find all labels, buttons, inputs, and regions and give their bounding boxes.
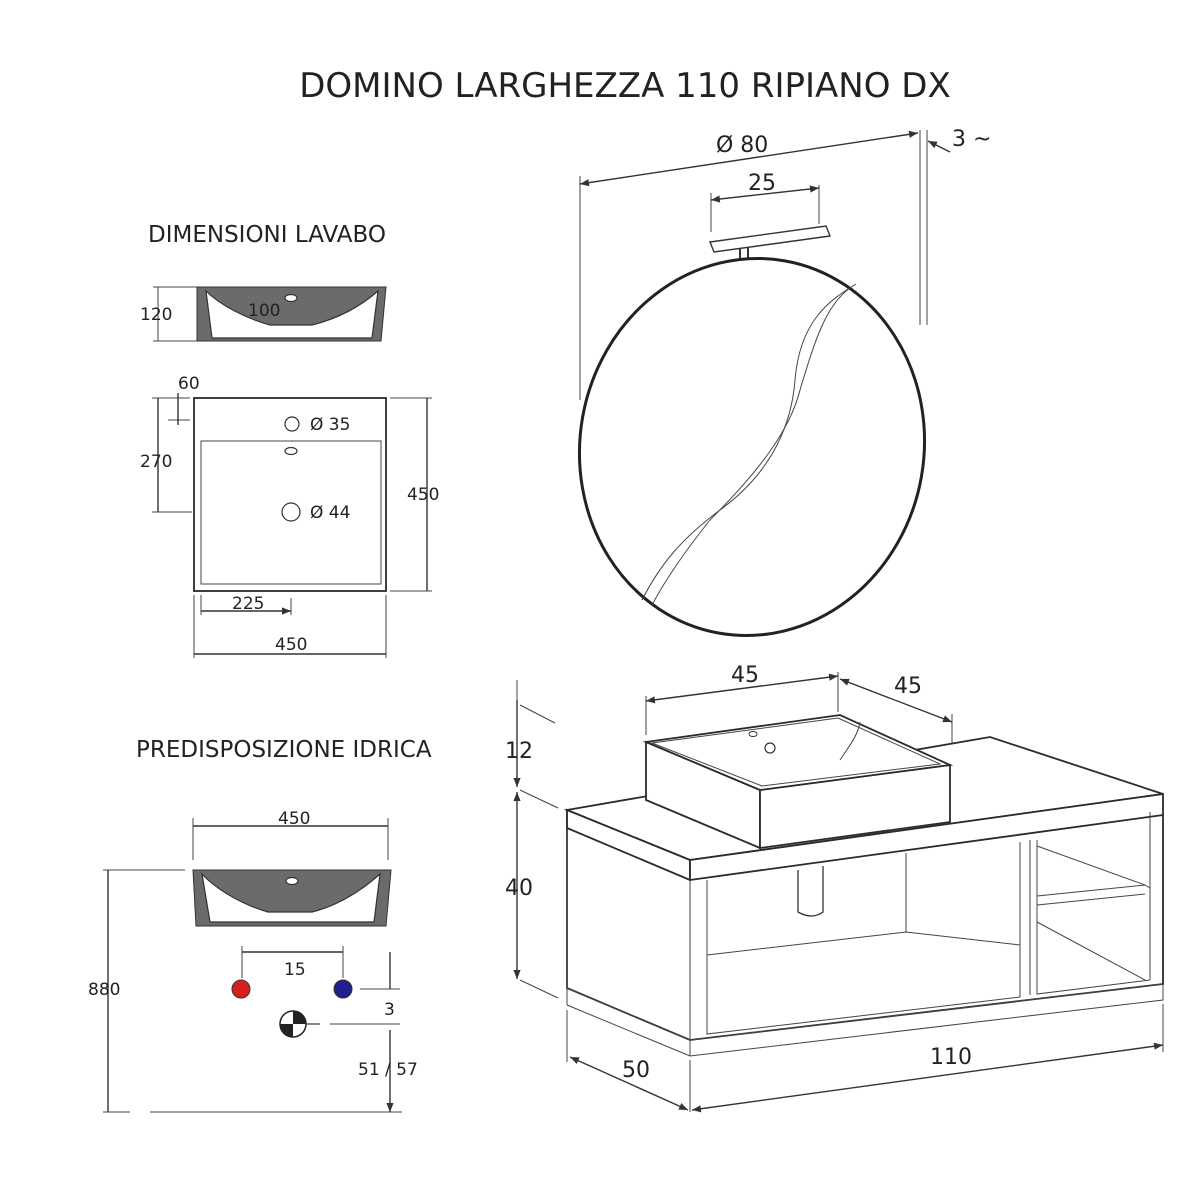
page-title: DOMINO LARGHEZZA 110 RIPIANO DX xyxy=(299,66,951,106)
basin-width-label: 450 xyxy=(275,635,307,655)
tap-spacing-label: 15 xyxy=(284,960,306,980)
round-mirror xyxy=(577,256,927,638)
mirror-thickness-label: 3 ~ xyxy=(952,127,991,152)
cold-water-icon xyxy=(333,979,353,999)
mirror-diameter-label: Ø 80 xyxy=(716,133,768,158)
drain-icon xyxy=(279,1010,320,1038)
basin-dimensions-section: DIMENSIONI LAVABO 120 100 Ø 35 Ø 44 60 xyxy=(140,222,439,658)
basin-height-label: 120 xyxy=(140,305,172,325)
offset-270-label: 270 xyxy=(140,452,172,472)
basin-inner-depth-label: 100 xyxy=(248,301,280,321)
cabinet-basin-height-label: 12 xyxy=(505,739,533,764)
gap-label: 3 xyxy=(384,1000,395,1020)
vessel-basin xyxy=(642,714,954,850)
offset-60-label: 60 xyxy=(178,374,200,394)
lamp-width-label: 25 xyxy=(748,171,776,196)
center-offset-label: 225 xyxy=(232,594,264,614)
plumbing-section: PREDISPOSIZIONE IDRICA 450 880 15 xyxy=(88,737,432,1113)
small-hole-label: Ø 35 xyxy=(310,415,350,435)
cabinet-section: 45 45 12 40 xyxy=(505,663,1164,1113)
hot-water-icon xyxy=(231,979,251,999)
drain-height-label: 51 / 57 xyxy=(358,1060,418,1080)
plumbing-heading: PREDISPOSIZIONE IDRICA xyxy=(136,737,432,763)
cabinet-basin-width-label: 45 xyxy=(731,663,759,688)
plumbing-basin-width-label: 450 xyxy=(278,809,310,829)
total-height-label: 880 xyxy=(88,980,120,1000)
basin-dimensions-heading: DIMENSIONI LAVABO xyxy=(148,222,386,248)
basin-side-view: 120 100 xyxy=(140,286,387,342)
basin-depth-label: 450 xyxy=(407,485,439,505)
cabinet-basin-depth-label: 45 xyxy=(894,674,922,699)
mirror-lamp xyxy=(709,225,831,262)
mirror-section: Ø 80 3 ~ 25 xyxy=(577,127,991,638)
drain-hole-label: Ø 44 xyxy=(310,503,350,523)
basin-top-view: Ø 35 Ø 44 60 270 450 225 xyxy=(140,374,439,658)
cabinet-height-label: 40 xyxy=(505,876,533,901)
cabinet-width-label: 110 xyxy=(930,1045,972,1070)
cabinet-depth-label: 50 xyxy=(622,1058,650,1083)
